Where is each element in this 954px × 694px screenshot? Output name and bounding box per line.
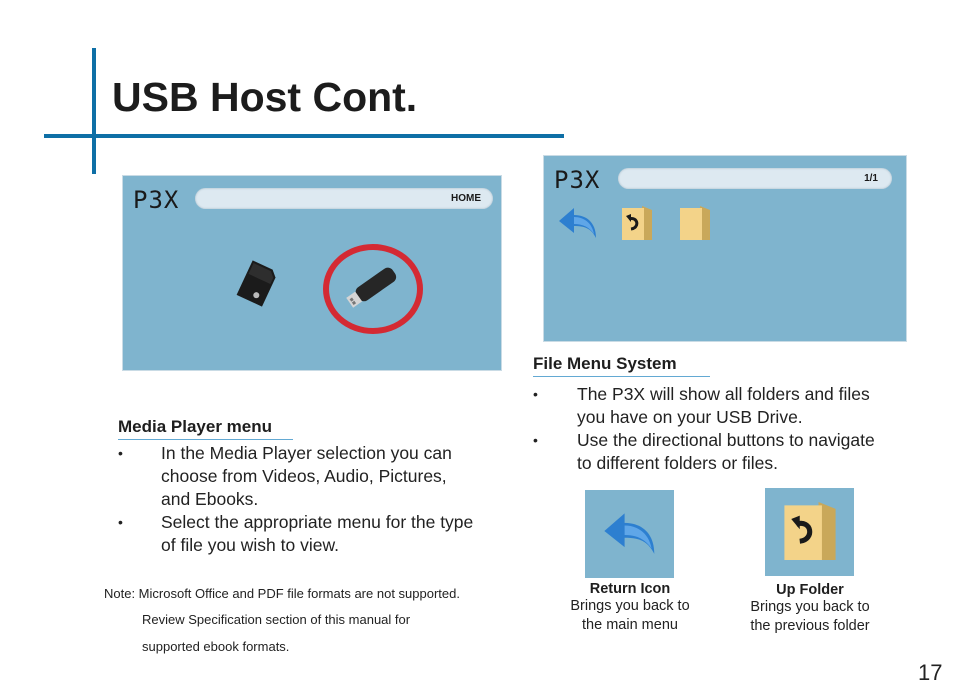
caption-line: the previous folder [750, 618, 870, 634]
page-number: 17 [918, 660, 943, 685]
up-folder-icon [784, 502, 836, 560]
memory-card-icon [236, 260, 276, 307]
bullet-marker: • [533, 386, 538, 402]
caption-title: Return Icon [589, 581, 671, 597]
bullet-marker: • [533, 432, 538, 448]
note-line: supported ebook formats. [142, 639, 290, 654]
return-arrow-icon [604, 513, 655, 554]
caption-title: Up Folder [776, 582, 844, 598]
media-player-bullet: • Select the appropriate menu for the ty… [118, 511, 518, 557]
title-vertical-rule [92, 48, 96, 174]
bullet-text: In the Media Player selection you can ch… [161, 442, 452, 511]
bullet-line: Use the directional buttons to navigate [577, 430, 875, 450]
p3x-logo: P3X [554, 166, 601, 194]
media-player-bullet: • In the Media Player selection you can … [118, 442, 518, 511]
file-menu-heading-underline [533, 376, 710, 377]
file-menu-bullets: • The P3X will show all folders and file… [533, 383, 933, 475]
bullet-line: you have on your USB Drive. [577, 407, 803, 427]
media-player-heading-underline [118, 439, 293, 440]
page-indicator: 1/1 [864, 173, 878, 184]
up-folder-icon [622, 206, 652, 240]
bullet-text: The P3X will show all folders and files … [577, 383, 870, 429]
home-label: HOME [451, 193, 481, 204]
bullet-line: Select the appropriate menu for the type [161, 512, 474, 532]
bullet-line: and Ebooks. [161, 489, 259, 509]
bullet-line: choose from Videos, Audio, Pictures, [161, 466, 447, 486]
bullet-marker: • [118, 445, 123, 461]
caption-line: the main menu [582, 617, 678, 633]
media-player-screenshot: P3X HOME [123, 176, 501, 370]
return-icon-caption: Return Icon Brings you back to the main … [550, 581, 710, 635]
usb-drive-icon [346, 267, 397, 308]
bullet-line: to different folders or files. [577, 453, 779, 473]
return-icon-tile [585, 490, 674, 578]
page-status-bar: 1/1 [618, 168, 892, 189]
note-line: Review Specification section of this man… [142, 612, 411, 627]
up-folder-tile [765, 488, 854, 576]
bullet-line: In the Media Player selection you can [161, 443, 452, 463]
bullet-text: Use the directional buttons to navigate … [577, 429, 875, 475]
caption-line: Brings you back to [750, 599, 870, 615]
usb-drive-highlight [323, 244, 423, 334]
return-arrow-icon [559, 208, 596, 238]
bullet-line: of file you wish to view. [161, 535, 339, 555]
page-title: USB Host Cont. [112, 74, 418, 120]
bullet-text: Select the appropriate menu for the type… [161, 511, 473, 557]
title-horizontal-rule [44, 134, 564, 138]
file-menu-bullet: • Use the directional buttons to navigat… [533, 429, 933, 475]
up-folder-caption: Up Folder Brings you back to the previou… [730, 582, 890, 636]
caption-line: Brings you back to [570, 598, 690, 614]
file-menu-screenshot: P3X 1/1 [544, 156, 906, 341]
bullet-marker: • [118, 514, 123, 530]
media-player-heading: Media Player menu [118, 417, 273, 436]
folder-icon [680, 206, 710, 240]
bullet-line: The P3X will show all folders and files [577, 384, 870, 404]
file-menu-bullet: • The P3X will show all folders and file… [533, 383, 933, 429]
p3x-logo: P3X [133, 186, 180, 214]
home-status-bar: HOME [195, 188, 493, 209]
media-player-bullets: • In the Media Player selection you can … [118, 442, 518, 557]
file-menu-heading: File Menu System [533, 354, 677, 373]
note-line: Note: Microsoft Office and PDF file form… [104, 586, 460, 601]
